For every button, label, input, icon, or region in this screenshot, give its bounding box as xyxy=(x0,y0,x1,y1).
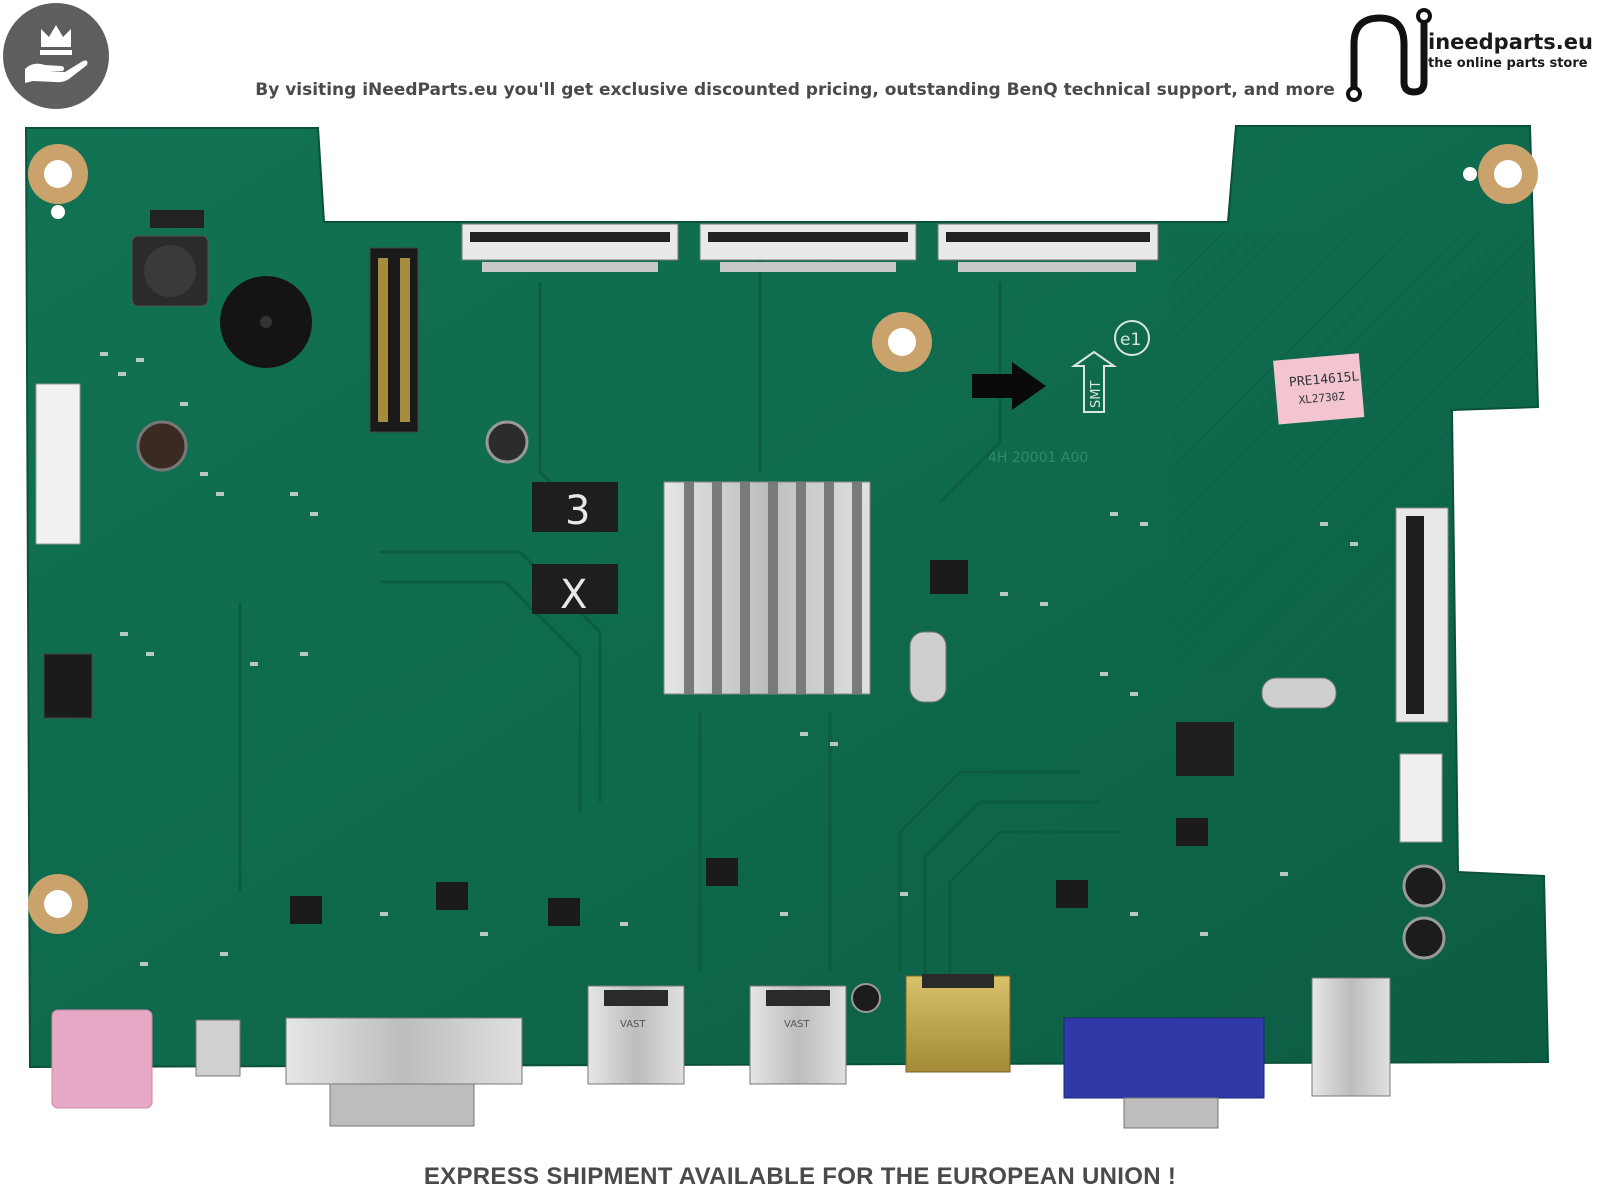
header-connector xyxy=(369,247,419,433)
lvds-connectors xyxy=(461,223,1159,272)
usb-b-port xyxy=(1311,977,1391,1097)
ground-hatch-right xyxy=(1172,232,1528,672)
crown-hand-badge xyxy=(3,3,109,109)
capacitor xyxy=(485,420,529,464)
connector-label-2: VAST xyxy=(784,1019,810,1030)
ic-chip xyxy=(706,858,738,886)
smt-arrow xyxy=(972,350,1118,413)
chip-mark-2: X xyxy=(560,572,587,618)
chip-mark-1: 3 xyxy=(565,488,590,534)
sticker-model: XL2730Z xyxy=(1298,390,1346,407)
audio-jack xyxy=(51,1009,153,1109)
side-connector-small xyxy=(43,653,93,719)
tagline: By visiting iNeedParts.eu you'll get exc… xyxy=(255,80,1335,100)
capacitor xyxy=(1402,864,1446,908)
dvi-port xyxy=(285,1017,523,1127)
crown-hand-icon xyxy=(25,25,88,83)
memory-chip xyxy=(532,564,618,614)
displayport-port xyxy=(905,974,1011,1073)
heatsink xyxy=(663,481,871,695)
smd-components xyxy=(100,352,1358,966)
small-connector xyxy=(1399,753,1443,843)
side-connector xyxy=(35,383,81,545)
connector-label-1: VAST xyxy=(620,1019,646,1030)
plug-cable-icon xyxy=(1346,8,1432,102)
hdmi-port-1: VAST xyxy=(587,985,685,1085)
smt-mark: SMT xyxy=(1089,381,1104,408)
capacitor xyxy=(1402,916,1446,960)
hdmi-port-2: VAST xyxy=(749,985,847,1085)
ic-chip xyxy=(436,882,468,910)
part-number-sticker: PRE14615L XL2730Z xyxy=(1273,353,1365,425)
shipment-banner: EXPRESS SHIPMENT AVAILABLE FOR THE EUROP… xyxy=(423,1163,1177,1190)
ic-chip xyxy=(1176,818,1208,846)
logo-subtitle: the online parts store xyxy=(1428,56,1588,71)
mini-usb-port xyxy=(195,1019,241,1077)
capacitor xyxy=(136,420,188,472)
sticker-code: PRE14615L xyxy=(1288,369,1360,390)
logo-name: ineedparts.eu xyxy=(1428,30,1593,54)
board-id: 4H 20001 A00 xyxy=(988,450,1088,466)
memory-chip xyxy=(532,482,618,532)
crystal xyxy=(1261,677,1337,709)
ic-chip xyxy=(548,898,580,926)
ground-hatch-bottom-right xyxy=(1370,972,1540,1060)
vga-port xyxy=(1063,1017,1265,1129)
ic-chip xyxy=(1056,880,1088,908)
ic-chip xyxy=(1176,722,1234,776)
e1-mark: e1 xyxy=(1120,330,1141,350)
crystal xyxy=(909,631,947,703)
ic-chip xyxy=(930,560,968,594)
capacitor xyxy=(851,983,881,1013)
mounting-holes xyxy=(28,144,1538,934)
ic-chip xyxy=(290,896,322,924)
pcb-board-photo: 3 X xyxy=(24,125,1550,1129)
